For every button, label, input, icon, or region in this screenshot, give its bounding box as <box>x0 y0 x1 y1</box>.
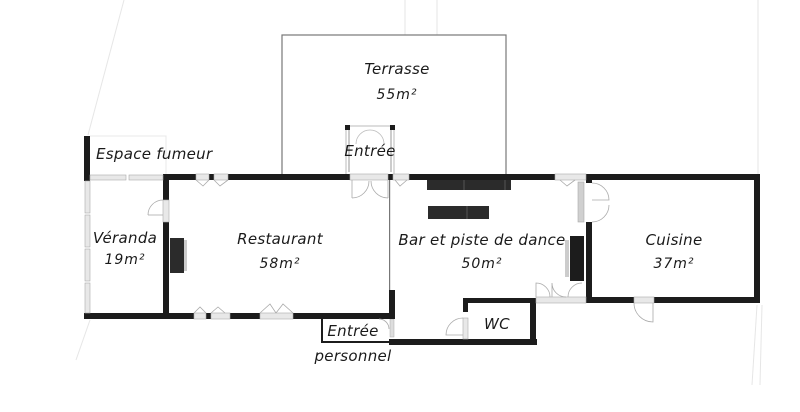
windows <box>84 173 655 340</box>
espace-fumeur-outline <box>90 135 167 175</box>
walls <box>84 136 760 345</box>
bar-unit-right <box>570 236 584 281</box>
label-espace-fumeur: Espace fumeur <box>96 145 213 163</box>
label-terrasse: Terrasse <box>364 60 430 78</box>
area-veranda: 19m² <box>104 252 146 268</box>
label-cuisine: Cuisine <box>645 231 703 249</box>
label-veranda: Véranda <box>92 229 158 247</box>
fireplace-restaurant <box>170 238 184 273</box>
bar-counter-middle <box>428 206 489 219</box>
door-swings <box>147 179 654 336</box>
label-entree: Entrée <box>344 142 396 160</box>
label-restaurant: Restaurant <box>237 230 323 248</box>
area-cuisine: 37m² <box>653 256 695 272</box>
area-bar: 50m² <box>461 256 503 272</box>
label-bar: Bar et piste de dance <box>398 231 566 249</box>
area-restaurant: 58m² <box>259 256 301 272</box>
label-entree-personnel: Entrée <box>327 322 379 340</box>
area-terrasse: 55m² <box>376 87 418 103</box>
guide-lines <box>75 0 763 386</box>
label-personnel: personnel <box>314 347 392 365</box>
entree-vestibule <box>345 125 395 176</box>
furniture <box>170 180 584 319</box>
label-wc: WC <box>484 315 510 333</box>
bar-counter-top <box>427 180 511 190</box>
